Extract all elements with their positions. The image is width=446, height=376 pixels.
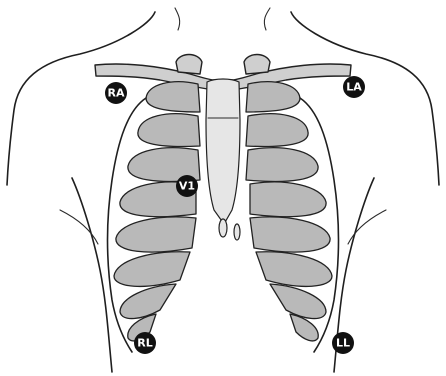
sternum: [206, 79, 240, 240]
ribs-right: [108, 82, 201, 352]
electrode-rl-label: RL: [137, 337, 152, 350]
electrode-la: LA: [343, 76, 365, 98]
electrode-ra: RA: [105, 82, 127, 104]
electrode-ra-label: RA: [108, 87, 125, 100]
electrode-rl: RL: [134, 332, 156, 354]
electrode-ll-label: LL: [336, 337, 350, 350]
electrode-ll: LL: [332, 332, 354, 354]
electrode-v1: V1: [176, 175, 198, 197]
electrode-v1-label: V1: [179, 180, 195, 193]
ribs-left: [246, 82, 339, 352]
electrode-la-label: LA: [346, 81, 362, 94]
